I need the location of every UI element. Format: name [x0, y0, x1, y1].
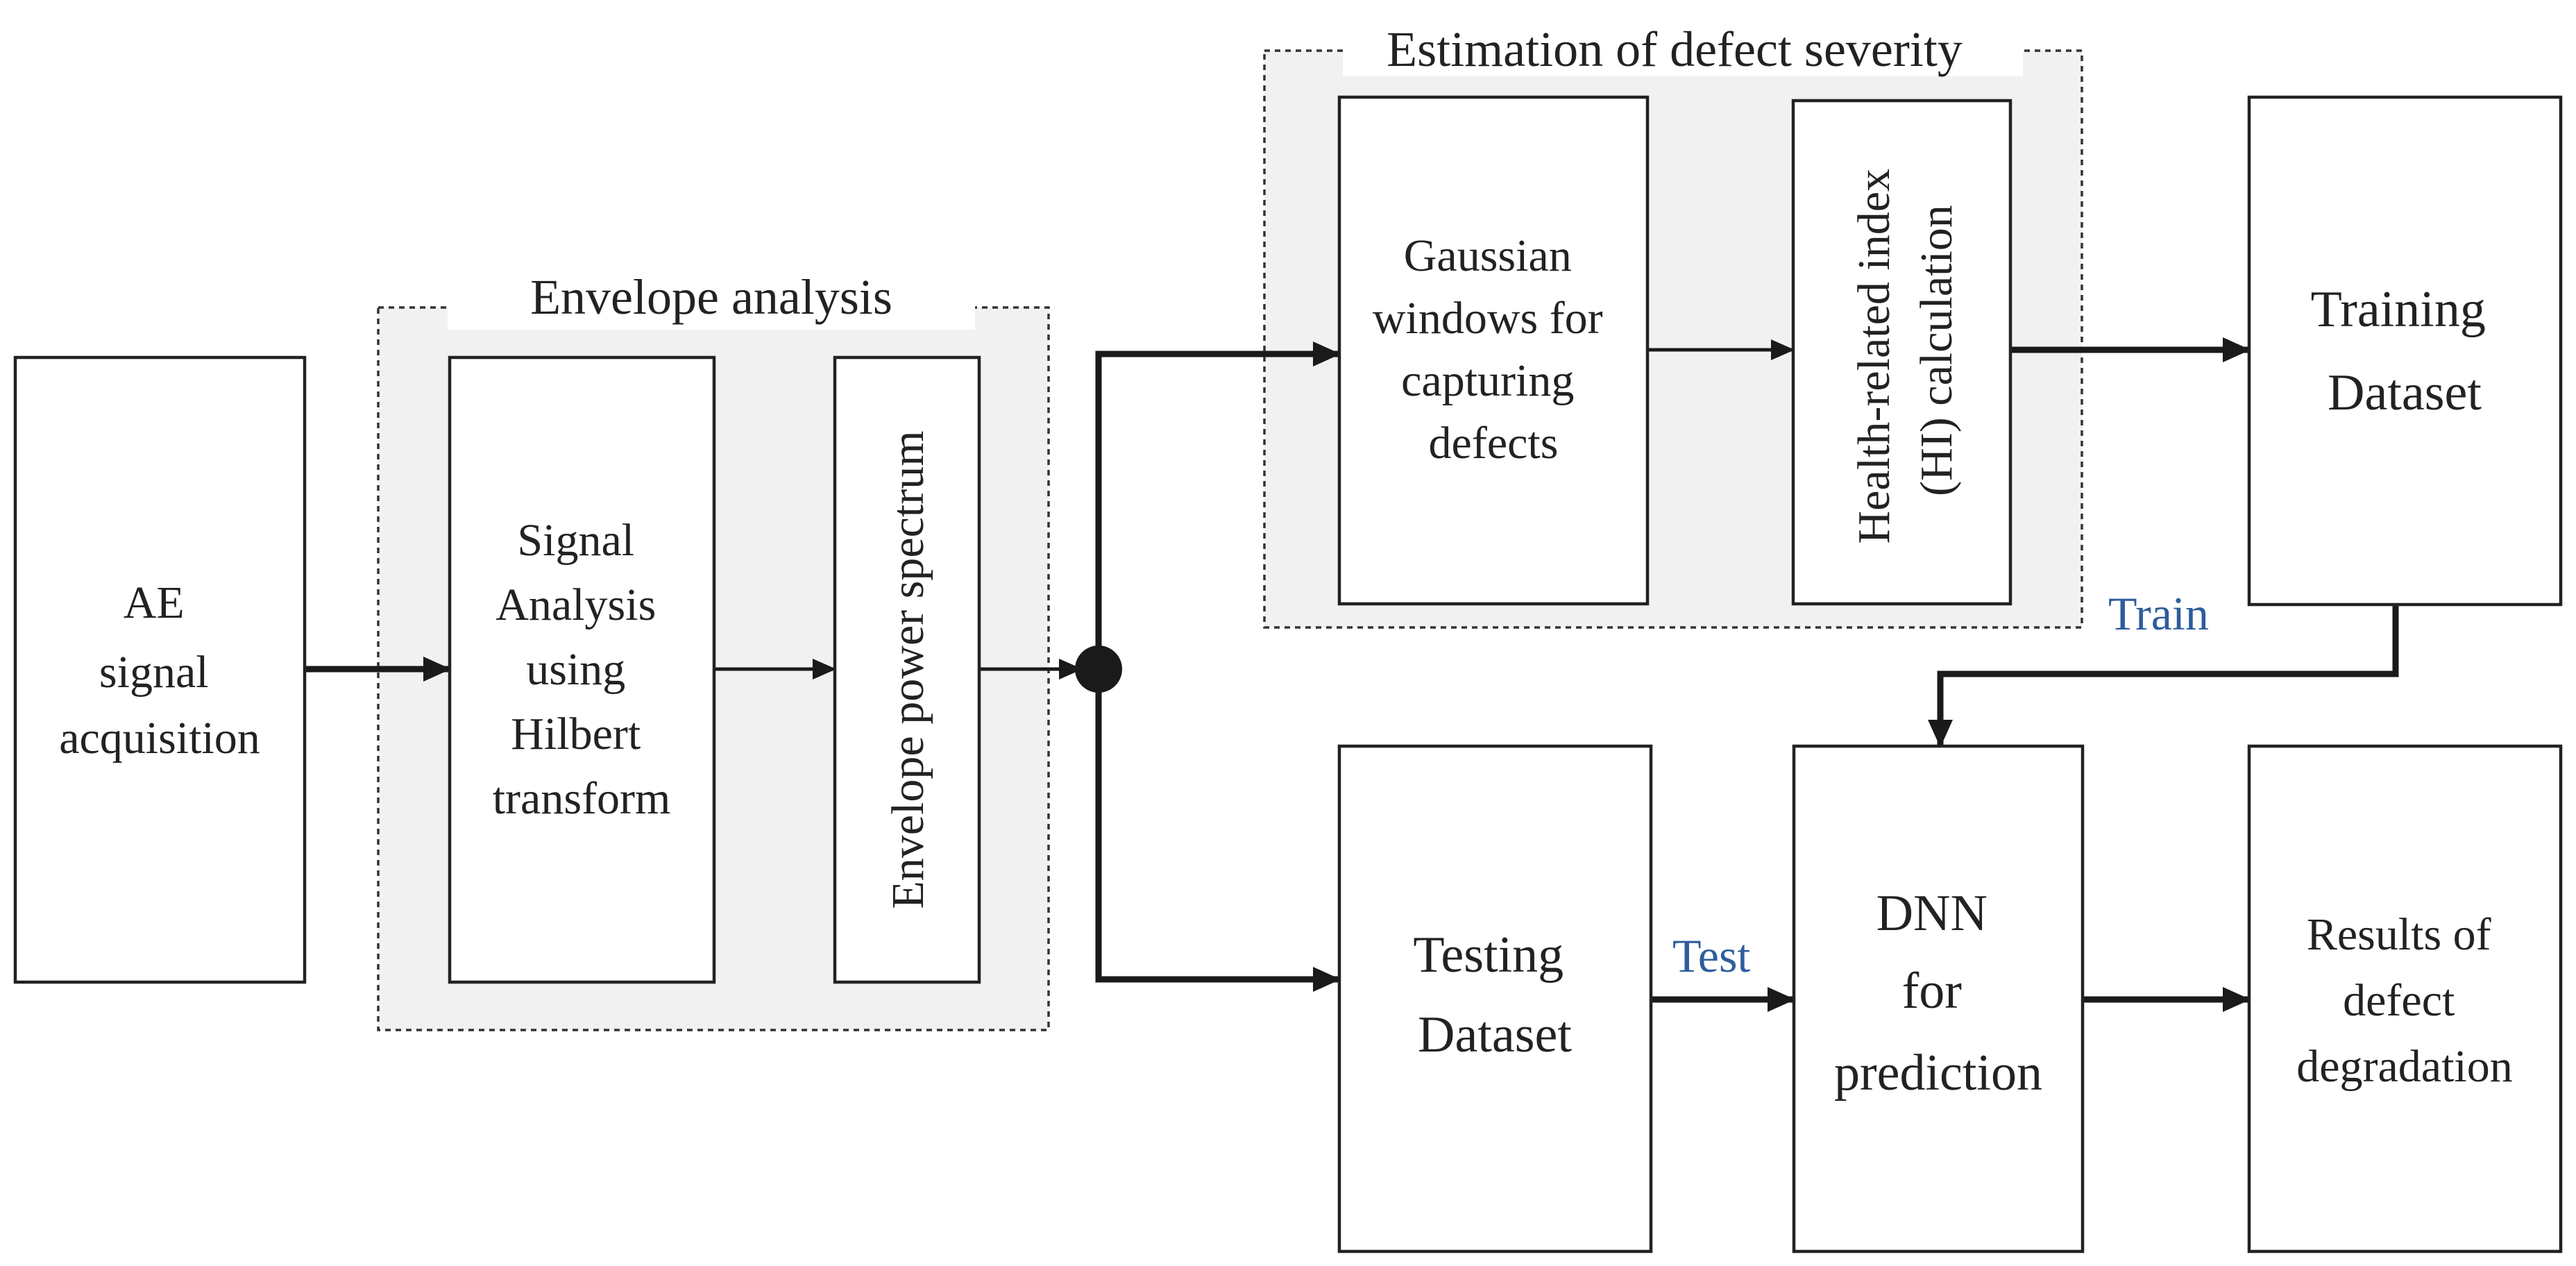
- svg-text:AE signal acquisit: AE signal acquisition: [59, 577, 260, 763]
- hi-calculation-block: Health-related index (HI) calculation: [1791, 99, 2012, 606]
- hilbert-line-5: transform: [493, 773, 671, 824]
- hilbert-line-3: using: [526, 644, 625, 695]
- gaussian-line-2: windows for: [1373, 293, 1603, 344]
- gaussian-line-1: Gaussian: [1404, 230, 1572, 281]
- arrow-junction-to-gaussian: [1095, 341, 1341, 669]
- dnn-line-2: for: [1902, 963, 1962, 1020]
- connectors: [305, 337, 2399, 1012]
- results-line-3: degradation: [2296, 1041, 2513, 1092]
- gaussian-line-3: capturing: [1401, 355, 1574, 406]
- gaussian-line-4: defects: [1429, 418, 1559, 469]
- svg-text:Testing Dataset: Testing Dataset: [1413, 927, 1576, 1063]
- gaussian-windows-block: Gaussian windows for capturing defects: [1337, 95, 1650, 606]
- svg-text:Training Dataset: Training Dataset: [2311, 281, 2499, 421]
- svg-text:Signal Analysis us: Signal Analysis using Hilbert transform: [493, 515, 671, 824]
- dnn-line-1: DNN: [1876, 885, 1988, 942]
- train-edge-label: Train: [2108, 587, 2209, 640]
- testing-line-2: Dataset: [1418, 1006, 1572, 1063]
- ae-line-2: signal: [99, 647, 209, 698]
- arrow-training-to-dnn: [1928, 605, 2399, 748]
- training-line-2: Dataset: [2328, 364, 2482, 421]
- hilbert-line-1: Signal: [517, 515, 634, 566]
- training-line-1: Training: [2311, 281, 2486, 338]
- svg-text:Gaussian windows for: Gaussian windows for capturing defects: [1373, 230, 1614, 469]
- arrow-junction-to-testing: [1095, 669, 1341, 992]
- results-line-2: defect: [2343, 975, 2455, 1026]
- results-line-1: Results of: [2307, 909, 2491, 960]
- hi-line-1: Health-related index: [1849, 169, 1899, 544]
- results-block: Results of defect degradation: [2247, 744, 2563, 1254]
- hilbert-line-4: Hilbert: [511, 709, 641, 759]
- hilbert-transform-block: Signal Analysis using Hilbert transform: [448, 355, 716, 984]
- ae-signal-acquisition-block: AE signal acquisition: [13, 355, 307, 984]
- hilbert-line-2: Analysis: [495, 580, 656, 630]
- ae-line-1: AE: [124, 577, 185, 628]
- testing-dataset-block: Testing Dataset: [1337, 744, 1653, 1254]
- testing-line-1: Testing: [1413, 927, 1564, 984]
- defect-severity-title: Estimation of defect severity: [1387, 22, 1963, 77]
- svg-text:Health-related index (HI: Health-related index (HI) calculation: [1849, 157, 1962, 543]
- training-dataset-block: Training Dataset: [2247, 95, 2563, 607]
- dnn-line-3: prediction: [1834, 1045, 2042, 1102]
- svg-text:DNN for prediction: DNN for prediction: [1834, 885, 2042, 1102]
- test-edge-label: Test: [1672, 929, 1750, 982]
- ae-line-3: acquisition: [59, 713, 260, 763]
- envelope-power-spectrum-label: Envelope power spectrum: [883, 430, 933, 909]
- dnn-prediction-block: DNN for prediction: [1792, 744, 2085, 1254]
- hi-line-2: (HI) calculation: [1911, 205, 1962, 496]
- envelope-analysis-title: Envelope analysis: [530, 269, 892, 325]
- svg-text:Results of defect: Results of defect degradation: [2296, 909, 2513, 1092]
- envelope-power-spectrum-block: Envelope power spectrum: [833, 355, 981, 984]
